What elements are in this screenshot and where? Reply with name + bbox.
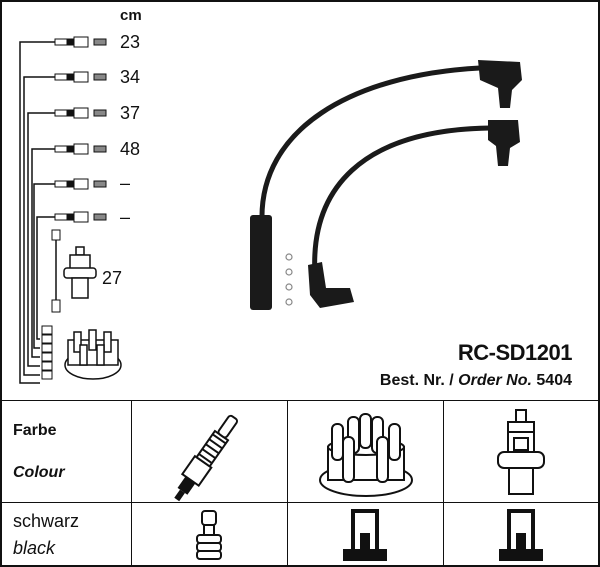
colour-header-cell: Farbe Colour (0, 400, 132, 503)
length-4: 48 (120, 139, 141, 159)
length-2: 34 (120, 67, 141, 87)
order-label-de: Best. Nr. / (379, 372, 454, 389)
colour-value-de: schwarz (13, 510, 80, 531)
length-1: 23 (120, 32, 141, 52)
length-3: 37 (120, 103, 141, 123)
coil-icon-small (63, 246, 97, 299)
plug-boot-connector-icon (196, 509, 222, 560)
length-6: – (120, 207, 131, 227)
product-code: RC-SD1201 (457, 340, 573, 365)
coil-connector-cell (443, 502, 600, 567)
cap-connector-cell (287, 502, 444, 567)
colour-header-de: Farbe (13, 421, 57, 439)
connector-icons (41, 36, 107, 380)
distributor-cap-small (64, 329, 122, 380)
order-number-line: Best. Nr. / Order No. 5404 (380, 372, 572, 390)
unit-label: cm (120, 7, 142, 24)
coil-connector-icon (499, 508, 543, 561)
coil-lead-length: 27 (102, 268, 123, 288)
cap-connector-icon (343, 508, 387, 561)
order-label-en: Order No. (458, 372, 532, 389)
ignition-coil-cell (443, 400, 600, 503)
length-5: – (120, 173, 131, 193)
ignition-cables-image (250, 60, 522, 310)
spark-plug-icon (174, 414, 239, 501)
specification-table: Farbe Colour (0, 400, 600, 567)
distributor-cap-cell (287, 400, 444, 503)
colour-header-en: Colour (13, 463, 65, 481)
plug-boot-cell (131, 502, 288, 567)
wire-set-schematic (19, 36, 122, 384)
distributor-cap-icon (319, 412, 413, 497)
order-number: 5404 (536, 372, 572, 389)
spark-plug-cell (131, 400, 288, 503)
colour-value-cell: schwarz black (0, 502, 132, 567)
colour-value-en: black (13, 537, 56, 558)
ignition-coil-icon (497, 408, 545, 495)
